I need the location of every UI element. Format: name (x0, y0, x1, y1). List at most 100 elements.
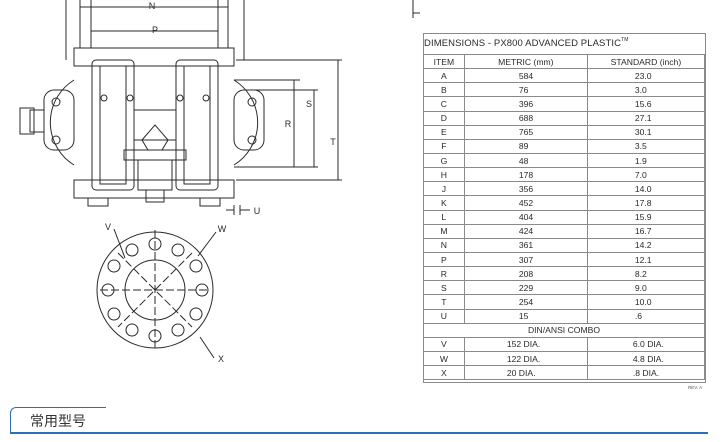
dim-label-r: R (285, 119, 292, 129)
metric-cell: 584 (463, 68, 588, 84)
item-cell: J (423, 181, 465, 197)
standard-cell: 16.7 (586, 223, 706, 239)
dim-label-p: P (152, 25, 158, 35)
metric-cell: 208 (463, 266, 588, 282)
dim-label-t: T (330, 137, 336, 147)
section-title: 常用型号 (30, 413, 86, 429)
item-cell: W (423, 350, 465, 367)
item-cell: K (423, 195, 465, 211)
item-cell: D (423, 110, 465, 126)
item-cell: F (423, 138, 465, 154)
metric-cell: 404 (463, 209, 588, 225)
item-cell: L (423, 209, 465, 225)
metric-cell: 396 (463, 96, 588, 112)
standard-cell: .8 DIA. (586, 365, 706, 381)
standard-cell: 3.5 (586, 138, 706, 154)
standard-cell: 8.2 (586, 266, 706, 282)
metric-cell: 424 (463, 223, 588, 239)
standard-cell: 14.2 (586, 237, 706, 253)
standard-cell: 7.0 (586, 167, 706, 183)
header-metric: METRIC (mm) (463, 53, 588, 70)
metric-cell: 15 (463, 308, 588, 324)
metric-cell: 89 (463, 138, 588, 154)
table-header-row: ITEM METRIC (mm) STANDARD (inch) (423, 53, 706, 70)
header-item: ITEM (423, 53, 465, 70)
standard-cell: 9.0 (586, 280, 706, 296)
standard-cell: 14.0 (586, 181, 706, 197)
item-cell: C (423, 96, 465, 112)
metric-cell: 178 (463, 167, 588, 183)
standard-cell: 10.0 (586, 294, 706, 310)
din-title-row: DIN/ANSI COMBO (423, 322, 705, 338)
revision-note: REV. A (688, 385, 703, 390)
standard-cell: 27.1 (586, 110, 706, 126)
standard-cell: 15.9 (586, 209, 706, 225)
metric-cell: 122 DIA. (463, 350, 588, 367)
standard-cell: 12.1 (586, 251, 706, 268)
metric-cell: 229 (463, 280, 588, 296)
section-tab (10, 407, 106, 433)
metric-cell: 20 DIA. (463, 365, 588, 381)
standard-cell: 1.9 (586, 152, 706, 169)
metric-cell: 361 (463, 237, 588, 253)
dim-label-w: W (218, 224, 227, 234)
dim-label-v: V (105, 222, 111, 232)
metric-cell: 307 (463, 251, 588, 268)
standard-cell: 15.6 (586, 96, 706, 112)
metric-cell: 688 (463, 110, 588, 126)
standard-cell: 4.8 DIA. (586, 350, 706, 367)
standard-cell: .6 (586, 308, 706, 324)
trademark-mark: TM (621, 37, 629, 43)
item-cell: S (423, 280, 465, 296)
item-cell: B (423, 82, 465, 98)
item-cell: G (423, 152, 465, 169)
item-cell: V (423, 336, 465, 352)
item-cell: X (423, 365, 465, 381)
standard-cell: 30.1 (586, 124, 706, 140)
metric-cell: 76 (463, 82, 588, 98)
dim-label-s: S (306, 99, 312, 109)
item-cell: N (423, 237, 465, 253)
item-cell: R (423, 266, 465, 282)
metric-cell: 765 (463, 124, 588, 140)
standard-cell: 3.0 (586, 82, 706, 98)
dim-label-u: U (254, 206, 261, 216)
standard-cell: 23.0 (586, 68, 706, 84)
metric-cell: 48 (463, 152, 588, 169)
metric-cell: 452 (463, 195, 588, 211)
item-cell: P (423, 251, 465, 268)
metric-cell: 254 (463, 294, 588, 310)
item-cell: T (423, 294, 465, 310)
item-cell: E (423, 124, 465, 140)
item-cell: A (423, 68, 465, 84)
section-underline (10, 432, 708, 434)
item-cell: H (423, 167, 465, 183)
metric-cell: 152 DIA. (463, 336, 588, 352)
din-ansi-title: DIN/ANSI COMBO (423, 322, 705, 338)
item-cell: U (423, 308, 465, 324)
item-cell: M (423, 223, 465, 239)
standard-cell: 6.0 DIA. (586, 336, 706, 352)
standard-cell: 17.8 (586, 195, 706, 211)
